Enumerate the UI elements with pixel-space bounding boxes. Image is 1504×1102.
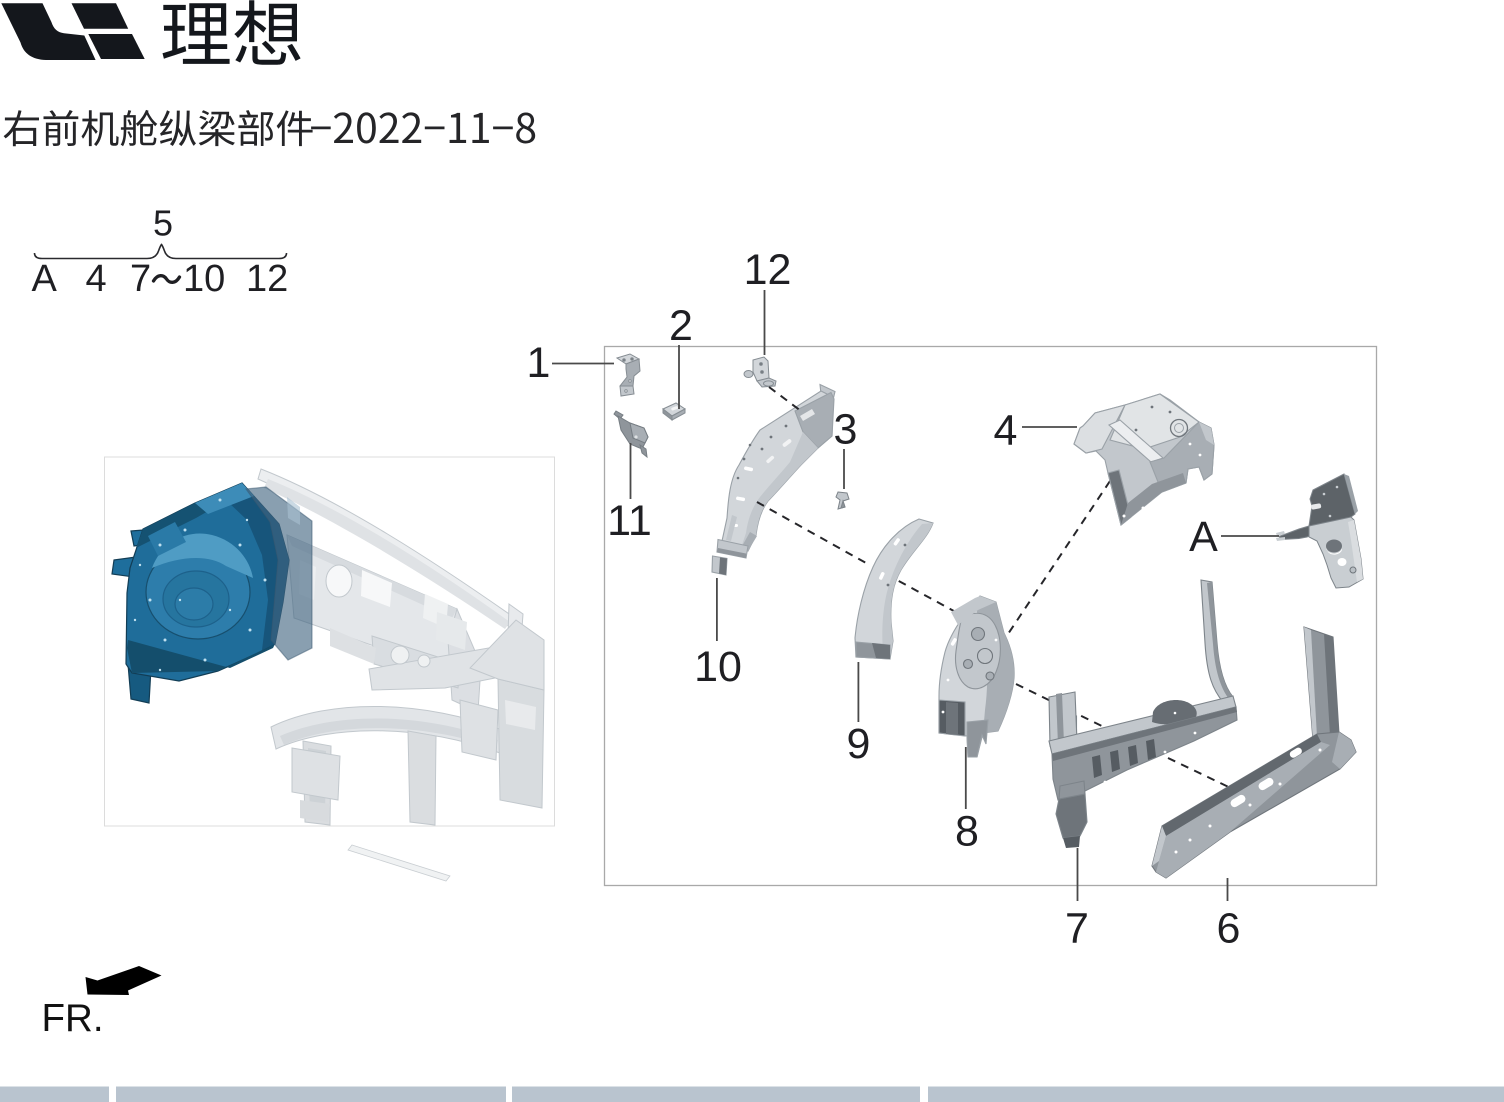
svg-text:5: 5 — [153, 203, 173, 244]
svg-text:4: 4 — [994, 407, 1018, 455]
svg-text:4: 4 — [86, 258, 107, 300]
svg-text:10: 10 — [694, 643, 742, 691]
svg-text:3: 3 — [834, 406, 858, 454]
svg-text:9: 9 — [847, 720, 871, 768]
svg-text:A: A — [1189, 513, 1218, 561]
svg-text:12: 12 — [246, 258, 288, 300]
svg-text:12: 12 — [744, 246, 792, 294]
svg-text:6: 6 — [1217, 905, 1241, 953]
svg-text:7: 7 — [1065, 905, 1089, 953]
svg-text:FR.: FR. — [42, 997, 104, 1040]
svg-text:2: 2 — [669, 302, 693, 350]
svg-text:8: 8 — [955, 808, 979, 856]
svg-text:7: 7 — [130, 258, 151, 300]
svg-text:1: 1 — [527, 339, 551, 387]
svg-text:11: 11 — [607, 497, 652, 545]
svg-text:10: 10 — [183, 258, 225, 300]
svg-text:A: A — [32, 258, 58, 300]
